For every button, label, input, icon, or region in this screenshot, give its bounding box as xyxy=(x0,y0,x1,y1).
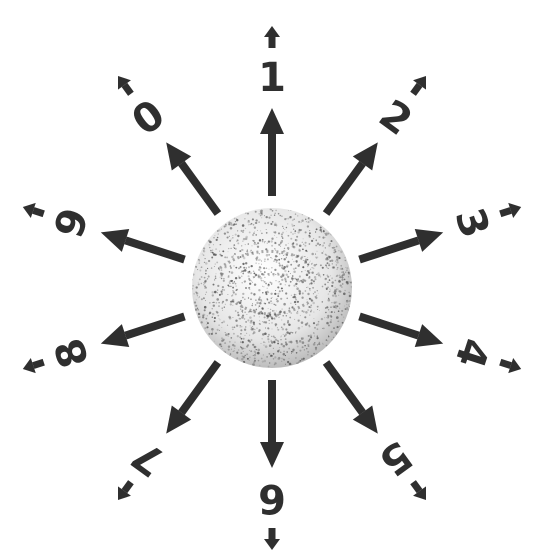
ray-5: 5 xyxy=(326,362,426,500)
ray-arrow-9 xyxy=(101,229,185,260)
ray-outer-arrow-5 xyxy=(413,482,426,500)
ray-label-3: 3 xyxy=(446,203,498,244)
ray-label-7: 7 xyxy=(124,431,174,485)
center-sphere xyxy=(192,208,352,368)
ray-2: 2 xyxy=(326,76,426,214)
ray-1: 1 xyxy=(258,26,286,196)
ray-outer-arrow-0 xyxy=(118,76,131,94)
ray-arrow-4 xyxy=(359,316,443,347)
ray-arrow-2 xyxy=(326,142,378,213)
ray-label-1: 1 xyxy=(258,55,286,101)
ray-label-2: 2 xyxy=(371,91,421,145)
ray-3: 3 xyxy=(359,203,521,260)
ray-arrow-1 xyxy=(260,108,284,196)
ray-outer-arrow-8 xyxy=(23,358,44,373)
ray-outer-arrow-7 xyxy=(118,482,131,500)
ray-label-5: 5 xyxy=(371,431,421,485)
ray-arrow-0 xyxy=(166,142,218,213)
ray-label-8: 8 xyxy=(46,333,98,374)
ray-outer-arrow-9 xyxy=(23,203,44,218)
ray-outer-arrow-1 xyxy=(264,26,280,48)
ray-outer-arrow-2 xyxy=(413,76,426,94)
ray-0: 0 xyxy=(118,76,218,214)
ray-label-4: 4 xyxy=(446,333,498,374)
ray-outer-arrow-3 xyxy=(500,203,521,218)
ray-outer-arrow-6 xyxy=(264,528,280,550)
ray-4: 4 xyxy=(359,316,521,373)
ray-arrow-8 xyxy=(101,316,185,347)
ray-label-9: 9 xyxy=(46,203,98,244)
ray-6: 6 xyxy=(258,380,286,550)
ray-arrow-7 xyxy=(166,362,218,433)
ray-8: 8 xyxy=(23,316,185,373)
ray-arrow-5 xyxy=(326,362,378,433)
ray-arrow-6 xyxy=(260,380,284,468)
ray-arrow-3 xyxy=(359,229,443,260)
ray-7: 7 xyxy=(118,362,218,500)
ray-9: 9 xyxy=(23,203,185,260)
ray-label-0: 0 xyxy=(124,91,174,145)
ray-label-6: 6 xyxy=(258,475,286,521)
ray-outer-arrow-4 xyxy=(500,358,521,373)
